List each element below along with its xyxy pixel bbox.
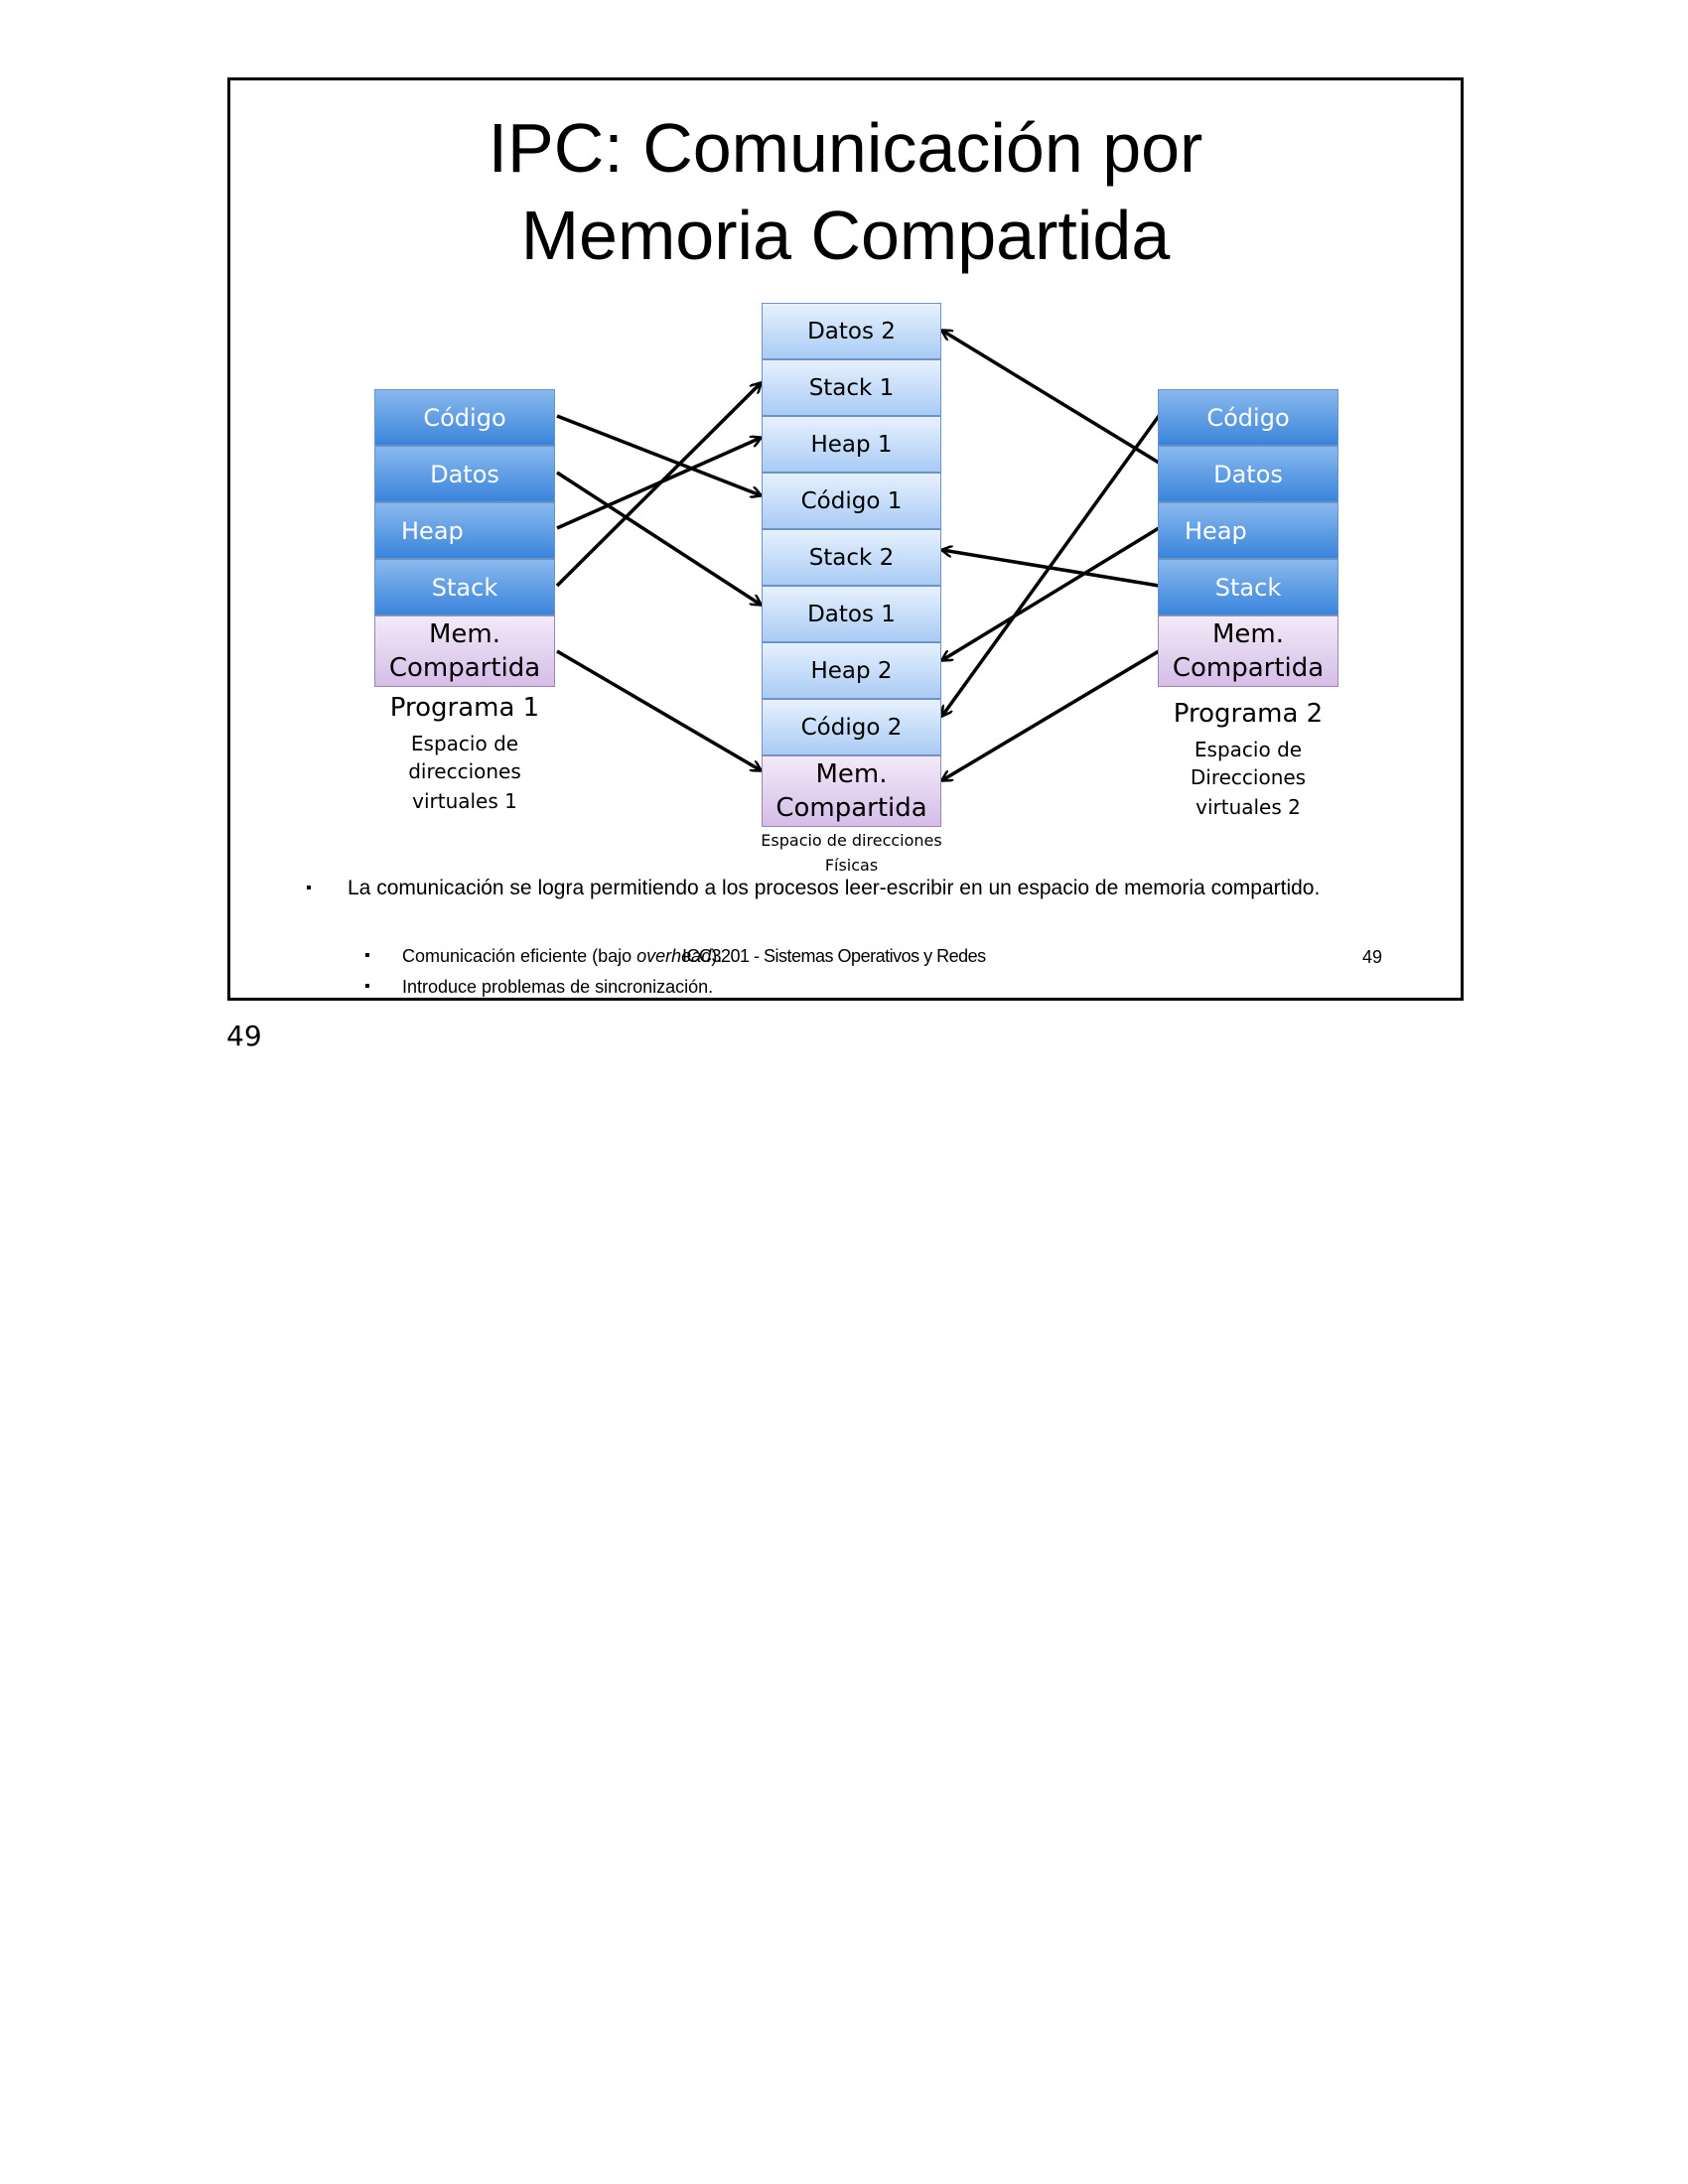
p2-subtitle-line: virtuales 2: [1196, 795, 1301, 819]
page-number: 49: [226, 1020, 262, 1052]
bullet-sub-2-text: Introduce problemas de sincronización.: [402, 977, 714, 997]
p1-stack-block: Stack: [374, 559, 555, 615]
arrow-p1-mem: [556, 649, 761, 770]
phys-datos1-block: Datos 1: [762, 586, 941, 642]
p2-datos-block: Datos: [1158, 446, 1338, 502]
arrow-p2-mem: [942, 649, 1160, 780]
p1-mem-compartida-block: Mem. Compartida: [374, 615, 555, 687]
footer-course: ICC3201 - Sistemas Operativos y Redes: [682, 946, 986, 966]
p2-subtitle-line: Direcciones: [1190, 765, 1307, 789]
p2-subtitle: Espacio de Direcciones virtuales 2: [1128, 736, 1368, 821]
p2-heap-block: Heap: [1158, 502, 1338, 559]
footer-slide-number: 49: [1362, 947, 1383, 967]
bullet-marker: ▪: [364, 947, 370, 964]
p1-subtitle-line: Espacio de: [410, 732, 519, 755]
phys-heap2-block: Heap 2: [762, 642, 941, 699]
bullet-main: ▪ La comunicación se logra permitiendo a…: [306, 873, 1340, 903]
phys-codigo1-block: Código 1: [762, 473, 941, 529]
title-line-1: IPC: Comunicación por: [488, 109, 1203, 187]
bullet-marker: ▪: [364, 978, 370, 995]
p2-name: Programa 2: [1173, 699, 1324, 729]
p1-name: Programa 1: [389, 693, 540, 723]
p2-codigo-block: Código: [1158, 389, 1338, 446]
phys-stack1-block: Stack 1: [762, 359, 941, 416]
phys-label-line: Espacio de direcciones: [761, 831, 942, 850]
p1-subtitle-line: direcciones: [408, 759, 521, 783]
p1-heap-block: Heap: [374, 502, 555, 559]
arrow-p1-stack: [555, 383, 761, 588]
arrow-p2-codigo: [942, 414, 1161, 716]
slide: IPC: Comunicación por Memoria Compartida: [227, 77, 1464, 1001]
slide-title: IPC: Comunicación por Memoria Compartida: [230, 104, 1461, 279]
phys-mem-compartida-block: Mem. Compartida: [762, 755, 941, 827]
phys-label-line: Físicas: [824, 856, 879, 875]
phys-datos2-block: Datos 2: [762, 303, 941, 359]
p1-codigo-block: Código: [374, 389, 555, 446]
p1-subtitle: Espacio de direcciones virtuales 1: [345, 730, 585, 815]
bullet-sub-2: ▪ Introduce problemas de sincronización.: [364, 973, 714, 1001]
bullet-list: ▪ La comunicación se logra permitiendo a…: [230, 80, 1461, 998]
bullet-main-text: La comunicación se logra permitiendo a l…: [348, 877, 1321, 899]
phys-label: Espacio de direcciones Físicas: [722, 828, 981, 878]
arrow-p1-codigo: [556, 414, 761, 495]
title-line-2: Memoria Compartida: [520, 197, 1171, 274]
bullet-sub-1-italic: overhead: [636, 946, 712, 966]
arrow-p1-datos: [556, 471, 761, 605]
arrow-p2-datos: [942, 331, 1160, 465]
phys-stack2-block: Stack 2: [762, 529, 941, 586]
bullet-sub-1-prefix: Comunicación eficiente (bajo: [402, 946, 637, 966]
phys-heap1-block: Heap 1: [762, 416, 941, 473]
p2-subtitle-line: Espacio de: [1194, 738, 1303, 761]
p2-mem-compartida-block: Mem. Compartida: [1158, 615, 1338, 687]
phys-codigo2-block: Código 2: [762, 699, 941, 755]
memory-diagram: Código Datos Heap Stack Mem. Compartida …: [230, 80, 1467, 1004]
bullet-sub-1: ▪ Comunicación eficiente (bajo overhead)…: [364, 942, 723, 970]
p2-stack-block: Stack: [1158, 559, 1338, 615]
p1-datos-block: Datos: [374, 446, 555, 502]
bullet-marker: ▪: [306, 880, 312, 896]
bullet-sub-1-suffix: ).: [711, 946, 723, 966]
arrow-p2-heap: [942, 526, 1160, 660]
p1-subtitle-line: virtuales 1: [412, 789, 517, 813]
arrows-layer: [555, 80, 1161, 1004]
